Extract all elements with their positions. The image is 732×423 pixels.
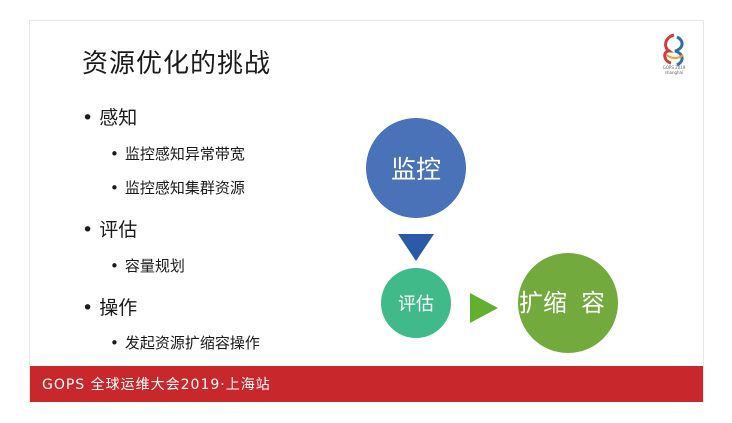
bullet-capacity-planning: • 容量规划 — [110, 255, 185, 276]
footer-banner: GOPS 全球运维大会2019·上海站 — [30, 366, 703, 402]
arrow-down-icon — [398, 234, 434, 261]
bullet-scale-operation: • 发起资源扩缩容操作 — [110, 332, 260, 353]
bullet-dot: • — [82, 297, 94, 319]
gops-logo-icon — [663, 33, 684, 67]
bullet-label: 评估 — [99, 219, 138, 241]
bullet-evaluate: •评估 — [82, 215, 137, 242]
bullet-dot: • — [82, 219, 94, 241]
bullet-dot: • — [82, 107, 94, 129]
bullet-label: 感知 — [99, 107, 138, 129]
arrow-right-icon — [470, 293, 498, 323]
bullet-operate: •操作 — [82, 293, 137, 320]
bullet-label: 容量规划 — [124, 257, 185, 275]
scale-circle: 扩缩 容 — [518, 253, 618, 353]
bullet-label: 监控感知异常带宽 — [124, 145, 245, 163]
monitor-circle: 监控 — [366, 118, 466, 218]
slide-title: 资源优化的挑战 — [82, 49, 272, 79]
logo-text: GOPS 2019 shanghai — [662, 65, 686, 75]
bullet-label: 发起资源扩缩容操作 — [124, 334, 260, 352]
scale-label-line1: 扩缩 — [519, 289, 567, 317]
bullet-dot: • — [110, 145, 119, 163]
scale-label-line2: 容 — [581, 289, 605, 317]
slide: 资源优化的挑战 GOPS 2019 shanghai •感知 •监控感知异常带宽… — [29, 20, 704, 402]
bullet-dot: • — [110, 334, 119, 352]
bullet-monitor-bandwidth: • 监控感知异常带宽 — [110, 143, 245, 164]
bullet-dot: • — [110, 179, 119, 197]
bullet-monitor-cluster: • 监控感知集群资源 — [110, 177, 245, 198]
bullet-perceive: •感知 — [82, 103, 137, 130]
evaluate-circle: 评估 — [381, 268, 451, 338]
bullet-label: 操作 — [99, 297, 138, 319]
bullet-dot: • — [110, 257, 119, 275]
bullet-label: 监控感知集群资源 — [124, 179, 245, 197]
